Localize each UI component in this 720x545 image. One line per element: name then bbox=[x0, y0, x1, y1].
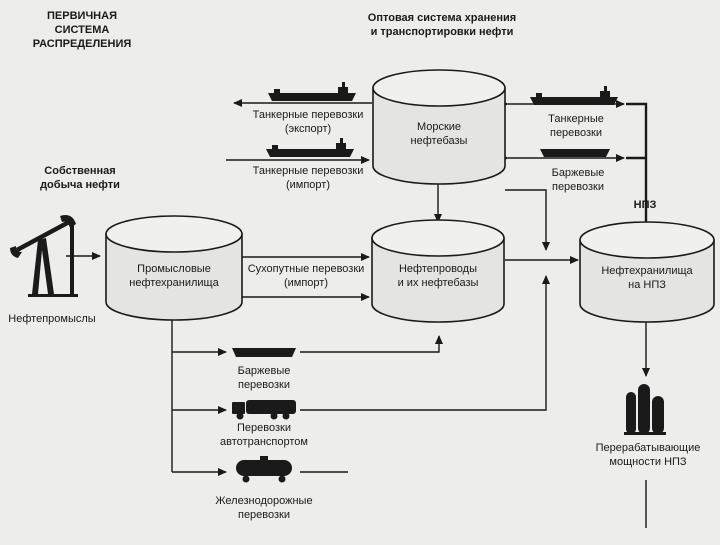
rail-label: Железнодорожные перевозки bbox=[215, 495, 312, 521]
tanker-export-label-line2: (экспорт) bbox=[285, 123, 331, 135]
pipeline-tank-body bbox=[371, 237, 505, 323]
tanker-icon bbox=[268, 82, 356, 101]
tanker-export-label: Танкерные перевозки (экспорт) bbox=[253, 109, 364, 135]
refinery-tank-label-line2: на НПЗ bbox=[628, 279, 666, 291]
tanker-icon bbox=[266, 138, 354, 157]
sea-to-junction-arrow bbox=[505, 189, 550, 251]
barge-bottom-label-line1: Баржевые bbox=[238, 365, 291, 377]
barge-bottom-label-line2: перевозки bbox=[238, 379, 290, 391]
oilfields-label: Нефтепромыслы bbox=[8, 313, 95, 325]
field-tank-top bbox=[105, 215, 243, 253]
tanker-import-label-line1: Танкерные перевозки bbox=[253, 165, 364, 177]
truck-to-refinery-arrow bbox=[300, 275, 550, 411]
rail-tank-car-icon bbox=[236, 456, 292, 483]
truck-label: Перевозки автотранспортом bbox=[220, 422, 308, 448]
field-storage-tank: Промысловые нефтехранилища bbox=[105, 215, 243, 321]
own-production-header: Собственная добыча нефти bbox=[40, 165, 120, 191]
land-import-label-line2: (импорт) bbox=[284, 277, 328, 289]
wholesale-header: Оптовая система хранения и транспортиров… bbox=[368, 12, 516, 38]
barge-icon bbox=[232, 348, 296, 357]
primary-header-line2: СИСТЕМА bbox=[55, 24, 110, 36]
tanker-right-label-line1: Танкерные bbox=[548, 113, 604, 125]
wholesale-header-line1: Оптовая система хранения bbox=[368, 12, 516, 24]
pipeline-tank-top bbox=[371, 219, 505, 257]
land-import-label-line1: Сухопутные перевозки bbox=[248, 263, 365, 275]
sea-terminal-tank: Морские нефтебазы bbox=[372, 69, 506, 185]
truck-icon bbox=[232, 400, 296, 420]
primary-header-line3: РАСПРЕДЕЛЕНИЯ bbox=[33, 38, 132, 50]
primary-header-line1: ПЕРВИЧНАЯ bbox=[47, 10, 117, 22]
refinery-tank-label-line1: Нефтехранилища bbox=[601, 265, 693, 277]
processing-label-line2: мощности НПЗ bbox=[609, 456, 687, 468]
pipeline-terminal-tank: Нефтепроводы и их нефтебазы bbox=[371, 219, 505, 323]
refinery-columns-icon bbox=[624, 384, 666, 435]
barge-right-label-line2: перевозки bbox=[552, 181, 604, 193]
tanker-right-label: Танкерные перевозки bbox=[548, 113, 604, 139]
flow-lines bbox=[66, 99, 651, 528]
primary-distribution-header: ПЕРВИЧНАЯ СИСТЕМА РАСПРЕДЕЛЕНИЯ bbox=[33, 10, 132, 50]
barge-icon bbox=[540, 149, 610, 157]
tanker-import-label: Танкерные перевозки (импорт) bbox=[253, 165, 364, 191]
refinery-tank-body bbox=[579, 239, 715, 323]
pipeline-tank-label-line2: и их нефтебазы bbox=[398, 277, 479, 289]
tanker-import-label-line2: (импорт) bbox=[286, 179, 330, 191]
sea-tank-label-line2: нефтебазы bbox=[411, 135, 468, 147]
refinery-tank-top bbox=[579, 221, 715, 259]
rail-label-line1: Железнодорожные bbox=[215, 495, 312, 507]
sea-tank-label-line1: Морские bbox=[417, 121, 461, 133]
sea-tank-top bbox=[372, 69, 506, 107]
field-tank-body bbox=[105, 233, 243, 321]
tanker-right-label-line2: перевозки bbox=[550, 127, 602, 139]
pipeline-tank-label-line1: Нефтепроводы bbox=[399, 263, 477, 275]
processing-label: Перерабатывающие мощности НПЗ bbox=[596, 442, 701, 468]
oil-pump-icon bbox=[10, 215, 78, 297]
land-import-label: Сухопутные перевозки (импорт) bbox=[248, 263, 365, 289]
field-tank-label-line1: Промысловые bbox=[137, 263, 211, 275]
barge-to-pipeline-arrow bbox=[300, 335, 443, 353]
own-production-line2: добыча нефти bbox=[40, 179, 120, 191]
refinery-storage-tank: Нефтехранилища на НПЗ bbox=[579, 221, 715, 323]
own-production-line1: Собственная bbox=[44, 165, 115, 177]
tanker-to-refinery-line bbox=[626, 102, 648, 236]
barge-bottom-label: Баржевые перевозки bbox=[238, 365, 291, 391]
tanker-icon bbox=[530, 86, 618, 105]
processing-label-line1: Перерабатывающие bbox=[596, 442, 701, 454]
truck-label-line2: автотранспортом bbox=[220, 436, 308, 448]
field-tank-label-line2: нефтехранилища bbox=[129, 277, 219, 289]
barge-right-label: Баржевые перевозки bbox=[552, 167, 605, 193]
sea-tank-body bbox=[372, 87, 506, 185]
wholesale-header-line2: и транспортировки нефти bbox=[371, 26, 514, 38]
tanker-export-label-line1: Танкерные перевозки bbox=[253, 109, 364, 121]
truck-label-line1: Перевозки bbox=[237, 422, 291, 434]
barge-right-label-line1: Баржевые bbox=[552, 167, 605, 179]
rail-label-line2: перевозки bbox=[238, 509, 290, 521]
